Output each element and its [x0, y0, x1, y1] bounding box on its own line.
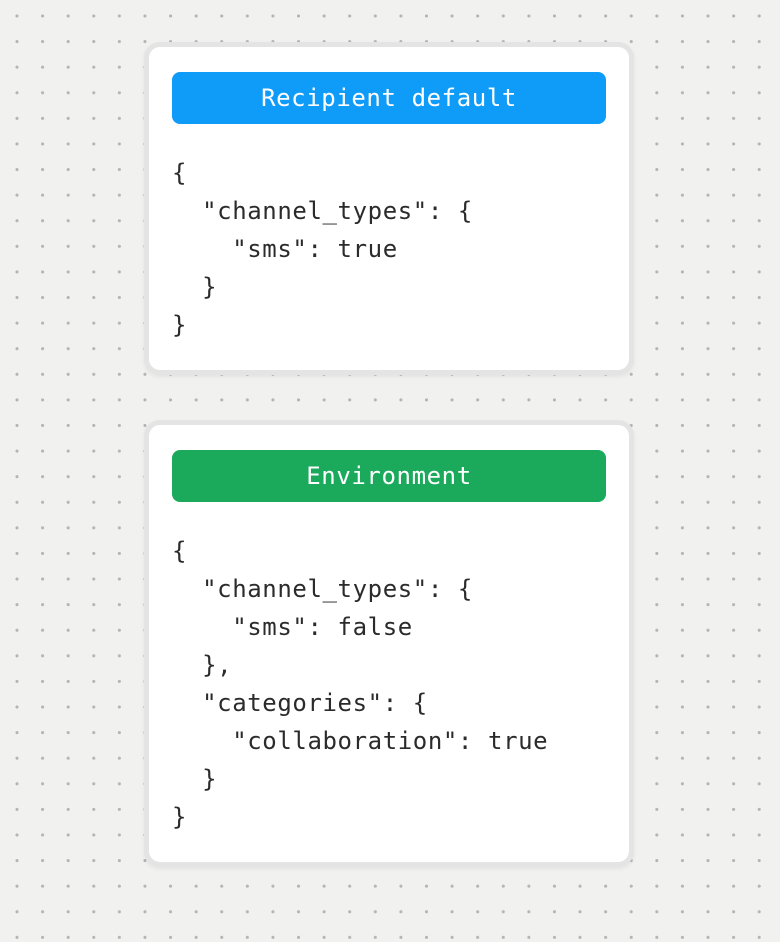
code-line: { — [172, 159, 188, 187]
code-line: } — [172, 311, 188, 339]
recipient-default-card: Recipient default { "channel_types": { "… — [144, 42, 634, 375]
code-line: "channel_types": { — [172, 197, 473, 225]
code-line: } — [172, 765, 218, 793]
code-line: "collaboration": true — [172, 727, 549, 755]
code-line: "sms": true — [172, 235, 398, 263]
environment-card: Environment { "channel_types": { "sms": … — [144, 420, 634, 867]
code-line: { — [172, 537, 188, 565]
recipient-default-header-label: Recipient default — [261, 84, 517, 112]
environment-header-label: Environment — [306, 462, 472, 490]
recipient-default-header-badge: Recipient default — [172, 72, 606, 124]
code-line: "channel_types": { — [172, 575, 473, 603]
code-line: "sms": false — [172, 613, 413, 641]
environment-code-block: { "channel_types": { "sms": false }, "ca… — [172, 532, 606, 836]
code-line: "categories": { — [172, 689, 428, 717]
code-line: } — [172, 273, 218, 301]
recipient-default-code-block: { "channel_types": { "sms": true } } — [172, 154, 606, 344]
environment-header-badge: Environment — [172, 450, 606, 502]
code-line: }, — [172, 651, 233, 679]
dotted-canvas: Recipient default { "channel_types": { "… — [0, 42, 780, 942]
code-line: } — [172, 803, 188, 831]
